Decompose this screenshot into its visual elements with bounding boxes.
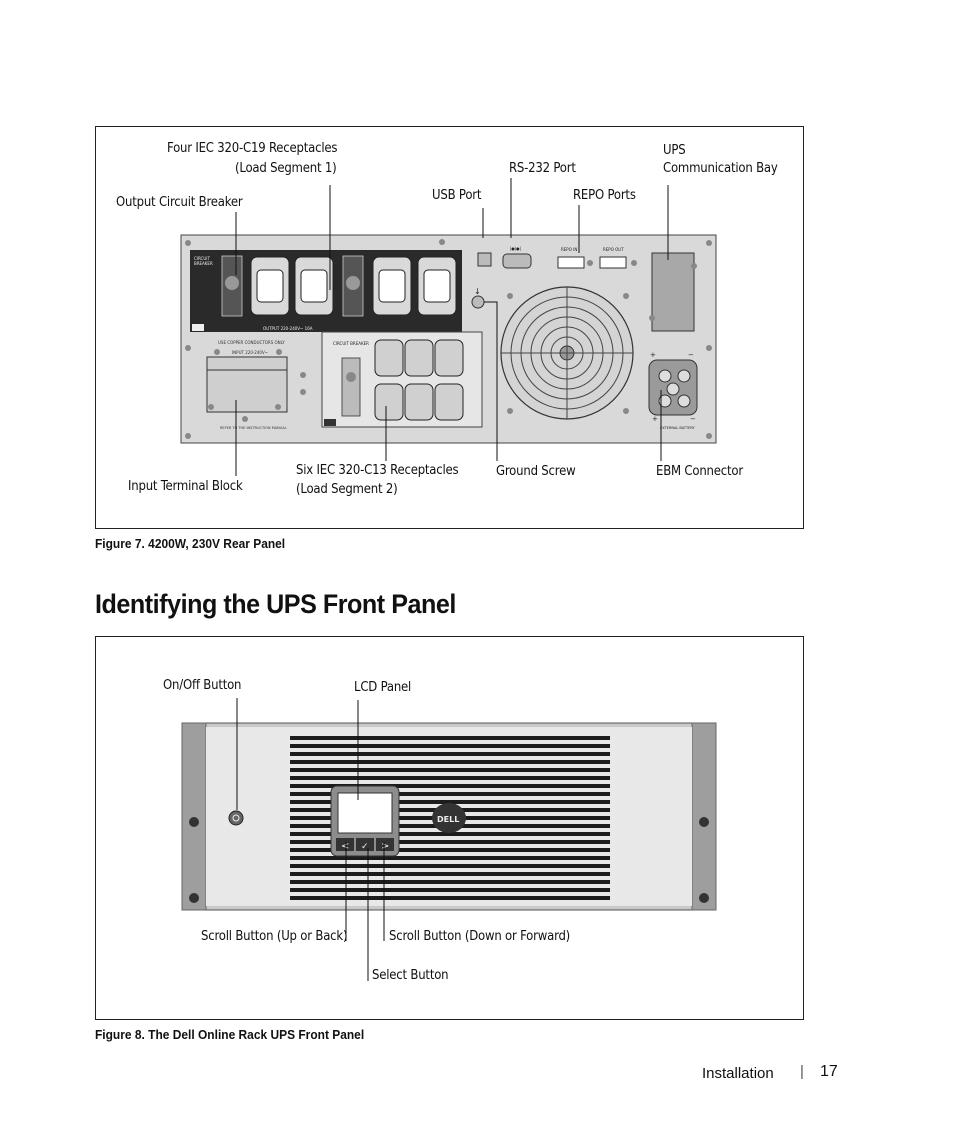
vent-slot bbox=[290, 776, 610, 780]
vent-slot bbox=[290, 848, 610, 852]
figure-7-caption: Figure 7. 4200W, 230V Rear Panel bbox=[95, 536, 286, 551]
svg-text:REPO IN: REPO IN bbox=[561, 247, 577, 252]
svg-text:DELL: DELL bbox=[437, 815, 459, 824]
vent-slot bbox=[290, 880, 610, 884]
label-comm-bay-line1: UPS bbox=[663, 143, 686, 158]
label-c13-receptacles-line1: Six IEC 320-C13 Receptacles bbox=[296, 463, 459, 478]
svg-text:>: > bbox=[381, 841, 389, 852]
label-ebm-connector: EBM Connector bbox=[656, 464, 743, 479]
label-rs232-port: RS-232 Port bbox=[509, 161, 576, 176]
label-c19-receptacles-line2: (Load Segment 1) bbox=[235, 161, 337, 176]
label-scroll-down-button: Scroll Button (Down or Forward) bbox=[389, 929, 571, 944]
label-c19-receptacles-line1: Four IEC 320-C19 Receptacles bbox=[167, 141, 338, 156]
svg-text:−: − bbox=[688, 351, 694, 359]
label-onoff-button: On/Off Button bbox=[163, 678, 242, 693]
label-scroll-up-button: Scroll Button (Up or Back) bbox=[201, 929, 348, 944]
vent-slot bbox=[290, 752, 610, 756]
vent-slot bbox=[290, 864, 610, 868]
label-c13-receptacles-line2: (Load Segment 2) bbox=[296, 482, 398, 497]
section-heading: Identifying the UPS Front Panel bbox=[95, 589, 456, 619]
vent-slot bbox=[290, 840, 610, 844]
svg-text:BREAKER: BREAKER bbox=[194, 261, 213, 266]
label-comm-bay-line2: Communication Bay bbox=[663, 161, 778, 176]
front-panel-illustration: < ✓ > DELL bbox=[181, 698, 717, 981]
svg-text:USE COPPER CONDUCTORS ONLY: USE COPPER CONDUCTORS ONLY bbox=[218, 340, 285, 345]
svg-text:INPUT 220-240V~: INPUT 220-240V~ bbox=[232, 350, 268, 355]
svg-text:CIRCUIT: CIRCUIT bbox=[194, 256, 210, 261]
svg-text:+: + bbox=[652, 415, 658, 423]
vent-slot bbox=[290, 872, 610, 876]
figure-8-caption: Figure 8. The Dell Online Rack UPS Front… bbox=[95, 1027, 365, 1042]
svg-text:✓: ✓ bbox=[361, 842, 369, 852]
svg-text:+: + bbox=[650, 351, 656, 359]
svg-text:REPO OUT: REPO OUT bbox=[603, 247, 624, 252]
label-ground-screw: Ground Screw bbox=[496, 464, 576, 479]
svg-text:↓: ↓ bbox=[474, 287, 481, 296]
svg-text:|●|●|: |●|●| bbox=[510, 246, 521, 251]
vent-slot bbox=[290, 744, 610, 748]
footer-separator: | bbox=[800, 1063, 804, 1080]
vent-slot bbox=[290, 800, 610, 804]
svg-text:EXTERNAL BATTERY: EXTERNAL BATTERY bbox=[660, 426, 696, 430]
vent-slot bbox=[290, 760, 610, 764]
rear-panel-illustration: CIRCUIT BREAKER OUTPUT 220-240V~ 16A USE… bbox=[180, 178, 717, 476]
label-lcd-panel: LCD Panel bbox=[354, 680, 412, 695]
vent-slot bbox=[290, 784, 610, 788]
svg-text:<: < bbox=[341, 841, 349, 852]
label-repo-ports: REPO Ports bbox=[573, 188, 636, 203]
vent-slot bbox=[290, 736, 610, 740]
vent-slot bbox=[290, 856, 610, 860]
label-select-button: Select Button bbox=[372, 968, 449, 983]
page-number: 17 bbox=[820, 1063, 838, 1080]
vent-slot bbox=[290, 768, 610, 772]
vent-slot bbox=[290, 888, 610, 892]
footer-section-name: Installation bbox=[702, 1065, 774, 1082]
svg-text:REFER TO THE INSTRUCTION MANUA: REFER TO THE INSTRUCTION MANUAL bbox=[220, 426, 287, 430]
vent-slot bbox=[290, 832, 610, 836]
label-output-circuit-breaker: Output Circuit Breaker bbox=[116, 195, 243, 210]
vent-slot bbox=[290, 896, 610, 900]
svg-text:OUTPUT 220-240V~ 16A: OUTPUT 220-240V~ 16A bbox=[263, 326, 313, 331]
svg-text:CIRCUIT BREAKER: CIRCUIT BREAKER bbox=[333, 341, 369, 346]
label-usb-port: USB Port bbox=[432, 188, 482, 203]
svg-text:−: − bbox=[690, 415, 696, 423]
label-input-terminal-block: Input Terminal Block bbox=[128, 479, 243, 494]
vent-slot bbox=[290, 792, 610, 796]
